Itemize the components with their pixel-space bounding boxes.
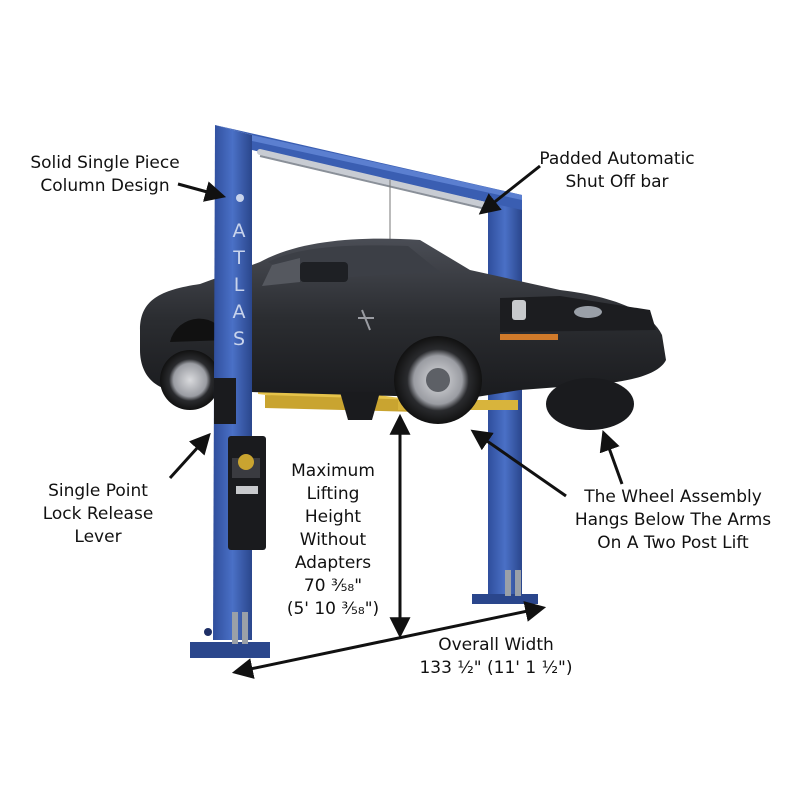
callout-line: 70 ⅗₈" bbox=[303, 576, 363, 596]
callout-line: The Wheel Assembly bbox=[584, 487, 762, 507]
callout-line: Shut Off bar bbox=[565, 172, 669, 192]
callout-line: On A Two Post Lift bbox=[597, 533, 749, 553]
callout-line: Lever bbox=[74, 527, 122, 547]
callout-line: Solid Single Piece bbox=[30, 153, 180, 173]
callout-max-height: Maximum Lifting Height Without Adapters … bbox=[268, 460, 398, 621]
brand-letter: A bbox=[232, 220, 248, 242]
callout-line: Lock Release bbox=[42, 504, 154, 524]
callout-line: Single Point bbox=[48, 481, 148, 501]
callout-shut-off-bar: Padded Automatic Shut Off bar bbox=[522, 148, 712, 194]
callout-lock-release: Single Point Lock Release Lever bbox=[18, 480, 178, 549]
far-wheel bbox=[546, 378, 634, 430]
shut-off-bar bbox=[257, 149, 493, 209]
callout-line: Padded Automatic bbox=[539, 149, 695, 169]
callout-line: Adapters bbox=[294, 553, 372, 573]
callout-line: Lifting bbox=[306, 484, 360, 504]
arrow-wheel-far bbox=[599, 430, 624, 485]
callout-overall-width: Overall Width 133 ½" (11' 1 ½") bbox=[386, 634, 606, 680]
brand-letter: L bbox=[233, 274, 247, 296]
callout-line: 133 ½" (11' 1 ½") bbox=[419, 658, 573, 678]
arrow-wheel bbox=[470, 429, 567, 498]
arrow-shutoff bbox=[478, 164, 541, 215]
callout-line: Height bbox=[304, 507, 362, 527]
brand-letter: T bbox=[233, 247, 247, 269]
overhead-beam bbox=[215, 125, 522, 270]
arrow-lever bbox=[168, 432, 211, 480]
callout-wheel-assembly: The Wheel Assembly Hangs Below The Arms … bbox=[548, 486, 798, 555]
car bbox=[140, 238, 666, 430]
callout-line: Maximum bbox=[291, 461, 375, 481]
callout-line: (5' 10 ⅗₈") bbox=[286, 599, 380, 619]
brand-letter: S bbox=[232, 328, 248, 350]
callout-line: Overall Width bbox=[438, 635, 554, 655]
callout-line: Column Design bbox=[40, 176, 170, 196]
arrow-column bbox=[177, 181, 227, 202]
callout-line: Hangs Below The Arms bbox=[574, 510, 772, 530]
rear-wheel bbox=[160, 350, 220, 410]
arrow-width bbox=[231, 601, 547, 679]
power-unit bbox=[228, 436, 266, 550]
brand-letter: A bbox=[232, 301, 248, 323]
callout-arrows bbox=[168, 164, 624, 679]
atlas-brand: A T L A S bbox=[228, 218, 252, 350]
callout-line: Without bbox=[299, 530, 367, 550]
callout-column-design: Solid Single Piece Column Design bbox=[10, 152, 200, 198]
